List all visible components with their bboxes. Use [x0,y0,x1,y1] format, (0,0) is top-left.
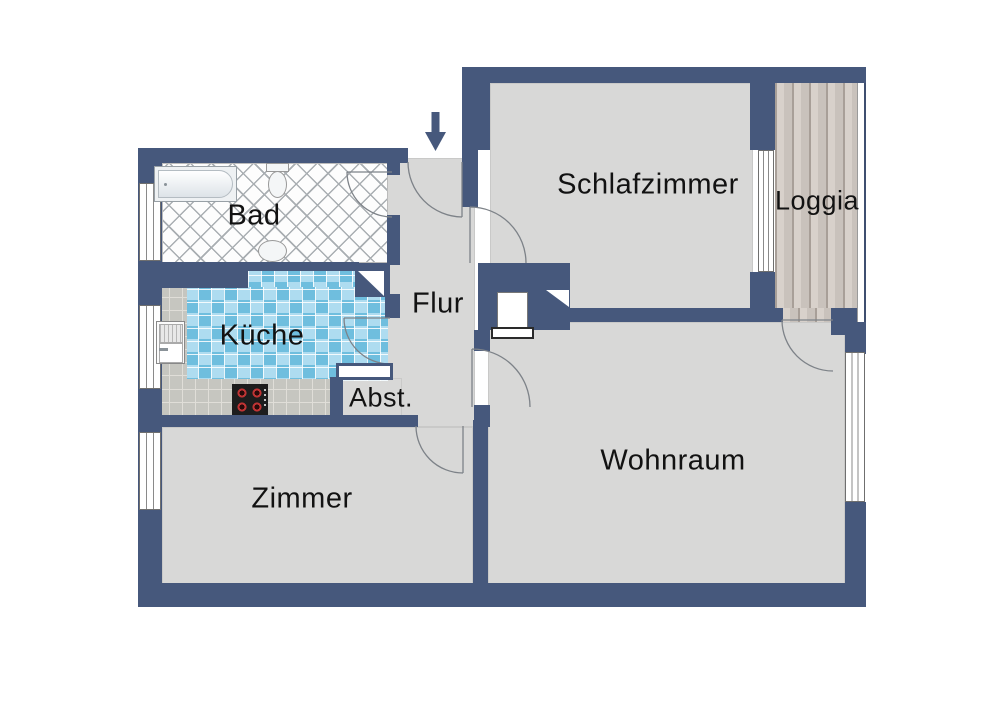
wall-segment [330,377,343,427]
wall-segment [247,262,359,271]
wall-segment [355,263,390,297]
bathtub-basin [158,170,233,198]
bathroom-sink [258,240,287,262]
wohnraum-window [845,352,865,502]
zimmer-label: Zimmer [251,482,353,515]
schlafzimmer-label: Schlafzimmer [557,168,739,201]
zimmer-window [139,432,161,510]
entrance-arrow-icon [425,112,446,151]
loggia-door-threshold [781,308,833,322]
stove [232,384,268,415]
bathtub [154,166,237,202]
wall-segment [138,415,418,427]
wall-segment [474,330,490,351]
wall-segment [387,215,400,265]
kueche-window [139,305,161,389]
wall-segment [138,262,248,288]
wall-segment [462,148,478,207]
wohnraum-label: Wohnraum [600,444,746,477]
radiator [491,327,534,339]
wall-segment [138,148,408,163]
wall-segment [750,83,775,150]
bad-label: Bad [227,199,281,232]
abstellraum-doorway [336,363,393,380]
wall-segment [570,308,783,322]
loggia-railing [857,83,866,322]
kitchen-sink [156,321,185,364]
kitchen-sink-drainer [159,324,183,343]
wall-segment [845,502,866,583]
wall-segment [385,294,400,318]
wall-segment [462,83,490,150]
schlafzimmer-loggia-window [758,150,774,272]
wall-segment [138,583,866,607]
bad-window [139,183,161,261]
flur-label: Flur [412,287,464,320]
kueche-floor-tiles-upper [248,269,358,289]
toilet [268,171,287,198]
wall-segment [750,272,775,320]
wall-segment [462,67,866,83]
wall-segment [845,322,866,354]
kueche-label: Küche [219,319,305,352]
kitchen-sink-basin [159,343,183,363]
wall-segment [387,148,400,175]
loggia-floor [775,83,858,309]
abstellraum-label: Abst. [348,382,414,413]
loggia-label: Loggia [774,185,860,216]
shaft [497,292,528,332]
wall-segment [473,420,488,583]
